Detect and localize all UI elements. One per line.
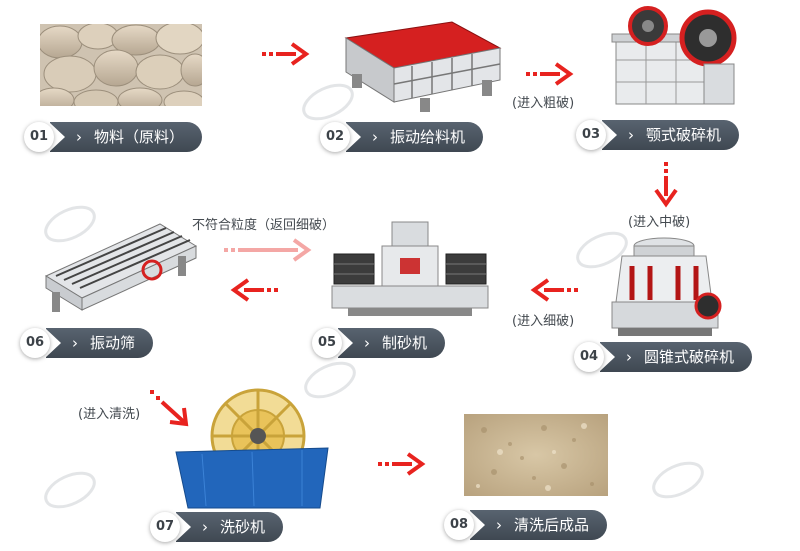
arrow-left-icon (230, 278, 278, 302)
sand-maker-icon (331, 221, 489, 316)
sand-product-icon (464, 414, 608, 496)
step-06: › 振动筛 06 (20, 326, 220, 360)
chevron-right-icon: › (76, 128, 82, 146)
vibrating-feeder-icon (344, 21, 502, 112)
step-label-pill: › 振动给料机 (344, 122, 484, 152)
chevron-right-icon: › (202, 518, 208, 536)
note-to-coarse: (进入粗破) (512, 96, 575, 111)
step-04: › 圆锥式破碎机 04 (574, 340, 794, 374)
step-label: 颚式破碎机 (646, 126, 722, 144)
step-number: 08 (444, 510, 474, 540)
step-number: 01 (24, 122, 54, 152)
step-label: 圆锥式破碎机 (644, 348, 735, 366)
note-to-medium: (进入中破) (628, 215, 691, 230)
arrow-right-icon (378, 452, 426, 476)
step-label-pill: › 振动筛 (44, 328, 154, 358)
vibrating-screen-icon (44, 223, 198, 312)
watermark-logo-icon (652, 461, 704, 499)
step-03: › 颚式破碎机 03 (576, 118, 776, 152)
step-label: 物料（原料） (94, 128, 185, 146)
step-number: 03 (576, 120, 606, 150)
step-number: 02 (320, 122, 350, 152)
rock-pile-icon (40, 24, 202, 106)
step-08: › 清洗后成品 08 (444, 508, 664, 542)
watermark-logo-icon (44, 205, 96, 243)
watermark-logo-icon (302, 83, 354, 121)
chevron-right-icon: › (364, 334, 370, 352)
step-label-pill: › 颚式破碎机 (600, 120, 740, 150)
step-02: › 振动给料机 02 (320, 120, 520, 154)
step-number: 06 (20, 328, 50, 358)
note-to-fine: (进入细破) (512, 314, 575, 329)
step-05: › 制砂机 05 (312, 326, 512, 360)
step-label: 清洗后成品 (514, 516, 590, 534)
watermark-logo-icon (44, 471, 96, 509)
step-number: 05 (312, 328, 342, 358)
chevron-right-icon: › (628, 126, 634, 144)
arrow-right-icon (262, 42, 310, 66)
step-label-pill: › 清洗后成品 (468, 510, 608, 540)
step-label: 振动给料机 (390, 128, 466, 146)
step-07: › 洗砂机 07 (150, 510, 350, 544)
step-label-pill: › 洗砂机 (174, 512, 284, 542)
step-label-pill: › 圆锥式破碎机 (598, 342, 753, 372)
step-number: 04 (574, 342, 604, 372)
step-01: › 物料（原料） 01 (24, 120, 224, 154)
chevron-right-icon: › (496, 516, 502, 534)
step-label-pill: › 制砂机 (336, 328, 446, 358)
chevron-right-icon: › (626, 348, 632, 366)
chevron-right-icon: › (72, 334, 78, 352)
jaw-crusher-icon (611, 6, 737, 105)
chevron-right-icon: › (372, 128, 378, 146)
arrow-left-icon (530, 278, 578, 302)
note-to-wash: (进入清洗) (78, 407, 141, 422)
step-label: 振动筛 (90, 334, 136, 352)
step-number: 07 (150, 512, 180, 542)
arrow-right-faded-icon (224, 238, 312, 262)
arrow-right-icon (526, 62, 574, 86)
note-return-fine: 不符合粒度（返回细破） (192, 218, 336, 233)
arrow-down-right-icon (150, 390, 189, 427)
step-label: 洗砂机 (220, 518, 266, 536)
watermark-logo-icon (304, 361, 356, 399)
cone-crusher-icon (611, 237, 722, 336)
step-label: 制砂机 (382, 334, 428, 352)
sand-washer-icon (175, 388, 329, 509)
step-label-pill: › 物料（原料） (48, 122, 203, 152)
watermark-logo-icon (576, 231, 628, 269)
arrow-down-icon (654, 162, 678, 208)
